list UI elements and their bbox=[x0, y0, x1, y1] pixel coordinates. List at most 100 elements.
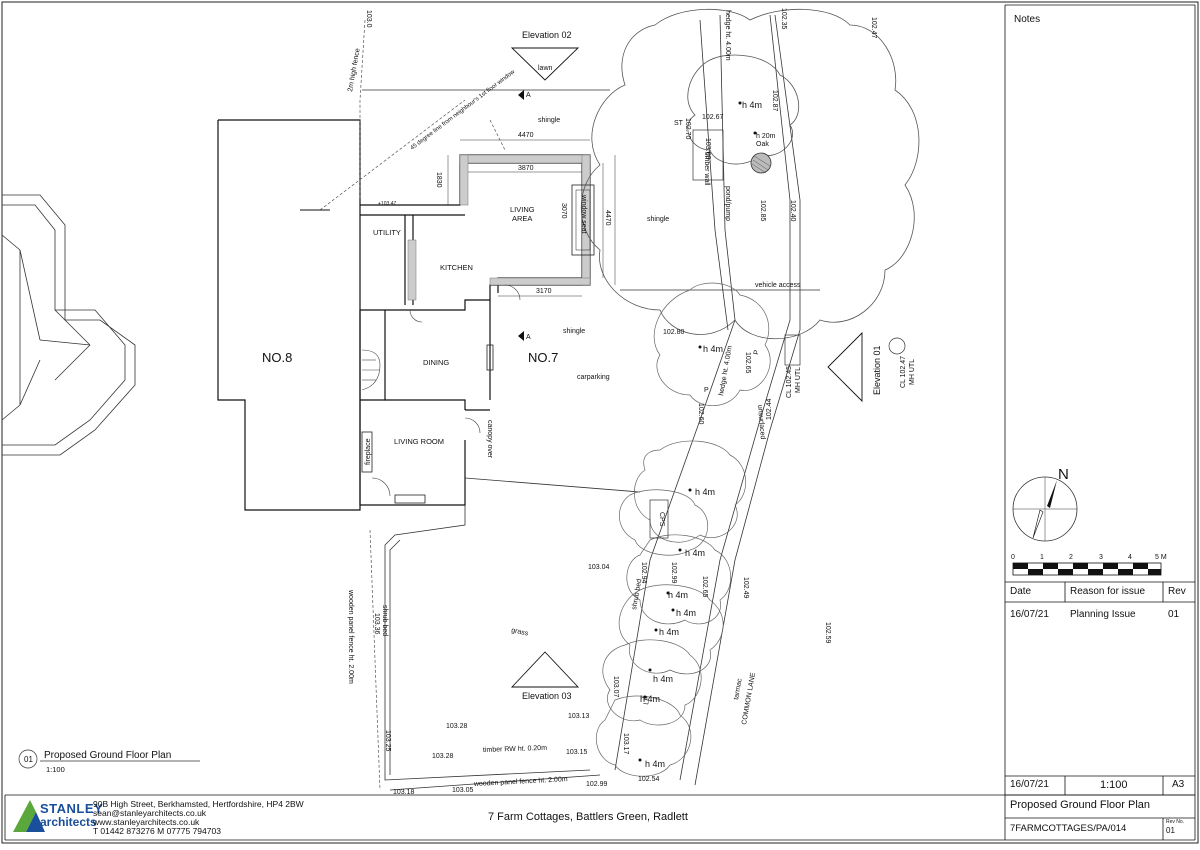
kitchen-label: KITCHEN bbox=[440, 263, 473, 272]
cps-label: CPS bbox=[658, 512, 665, 527]
shingle-label-1: shingle bbox=[538, 117, 560, 124]
house-walls bbox=[359, 154, 591, 506]
level: 103.18 bbox=[393, 789, 415, 796]
door-swings bbox=[371, 284, 521, 497]
level: 102.65 bbox=[701, 576, 708, 598]
tree-height-2: h 4m bbox=[703, 344, 723, 354]
level: 103.00 bbox=[704, 138, 711, 160]
level: 103.13 bbox=[568, 713, 590, 720]
level: 102.60 bbox=[697, 403, 704, 425]
company-email[interactable]: sean@stanleyarchitects.co.uk bbox=[93, 808, 207, 818]
fence-2m-label: 2m high fence bbox=[347, 48, 362, 93]
notes-header: Notes bbox=[1014, 14, 1041, 25]
section-a-label-1: A bbox=[526, 92, 531, 99]
fence-lines bbox=[319, 19, 506, 791]
level: 102.67 bbox=[702, 114, 724, 121]
company-address: 90B High Street, Berkhamsted, Hertfordsh… bbox=[93, 799, 304, 809]
scale-tick: 2 bbox=[1069, 554, 1073, 561]
p-label-1: P bbox=[704, 387, 709, 394]
rev-row-rev: 01 bbox=[1168, 609, 1180, 620]
tree-height-4: h 4m bbox=[685, 548, 705, 558]
oak-canopy bbox=[581, 8, 920, 339]
drawing-title: Proposed Ground Floor Plan bbox=[1010, 799, 1151, 811]
level: 102.99 bbox=[670, 562, 677, 584]
cl-label: CL 102.45 bbox=[786, 366, 793, 398]
window-seat bbox=[571, 184, 595, 256]
plan-number: 01 bbox=[24, 755, 33, 764]
vehicle-access-label: vehicle access bbox=[755, 282, 801, 289]
tree-height-10: h 4m bbox=[645, 759, 665, 769]
tree-height-9: h 4m bbox=[640, 694, 660, 704]
oak-height-label: h 20m bbox=[756, 133, 776, 140]
rev-table-header-reason: Reason for issue bbox=[1070, 586, 1146, 597]
drawing-number: 7FARMCOTTAGES/PA/014 bbox=[1010, 823, 1127, 834]
wooden-fence-vertical-label: wooden panel fence ht. 2.00m bbox=[347, 589, 354, 684]
dim-3870: 3870 bbox=[518, 165, 534, 172]
scale-tick: 1 bbox=[1040, 554, 1044, 561]
level: 102.80 bbox=[663, 329, 685, 336]
cl2-label: CL 102.47 bbox=[900, 356, 907, 388]
no7-label: NO.7 bbox=[528, 350, 558, 365]
dining-label: DINING bbox=[423, 358, 449, 367]
rev-table-header-rev: Rev bbox=[1168, 586, 1186, 597]
living-area-label: LIVING bbox=[510, 205, 535, 214]
title-block-date: 16/07/21 bbox=[1010, 779, 1049, 790]
lp-label: LP bbox=[643, 695, 651, 705]
tree-height-8: h 4m bbox=[653, 674, 673, 684]
level: 102.87 bbox=[771, 90, 778, 112]
living-area-label-2: AREA bbox=[512, 214, 532, 223]
level: 102.70 bbox=[684, 118, 691, 140]
rev-no-value: 01 bbox=[1166, 826, 1175, 835]
level: 103.0 bbox=[365, 10, 372, 28]
project-name: 7 Farm Cottages, Battlers Green, Radlett bbox=[488, 811, 688, 823]
title-block-frame bbox=[4, 4, 1196, 841]
shingle-label-3: shingle bbox=[563, 328, 585, 335]
section-a-label-2: A bbox=[526, 334, 531, 341]
level: 102.40 bbox=[789, 200, 796, 222]
company-website[interactable]: www.stanleyarchitects.co.uk bbox=[93, 817, 200, 827]
level: 102.54 bbox=[638, 776, 660, 783]
no8-label: NO.8 bbox=[262, 350, 292, 365]
neighbour-roof-outline bbox=[1, 194, 136, 456]
scale-tick: 4 bbox=[1128, 554, 1132, 561]
level: 102.35 bbox=[780, 8, 787, 30]
wooden-fence-horizontal-label: wooden panel fence ht. 2.00m bbox=[473, 776, 568, 788]
dim-3070: 3070 bbox=[560, 203, 567, 219]
level: 102.65 bbox=[744, 352, 751, 374]
fireplace-label: fireplace bbox=[365, 438, 372, 465]
elevation-03-marker bbox=[510, 651, 580, 688]
scale-tick: 3 bbox=[1099, 554, 1103, 561]
rev-no-label: Rev No. bbox=[1166, 819, 1185, 825]
title-block-scale: 1:100 bbox=[1100, 779, 1128, 791]
tree-height-1: h 4m bbox=[742, 100, 762, 110]
dim-3170: 3170 bbox=[536, 288, 552, 295]
north-label: N bbox=[1058, 466, 1069, 483]
wall-hatching bbox=[407, 154, 591, 301]
stairs bbox=[361, 349, 381, 391]
dim-4470-top: 4470 bbox=[518, 132, 534, 139]
level: 103.17 bbox=[622, 733, 629, 755]
level: 102.85 bbox=[759, 200, 766, 222]
no8-outline bbox=[217, 119, 361, 511]
cps-box bbox=[649, 499, 669, 539]
common-lane-edges bbox=[614, 14, 820, 786]
scale-bar-graphic bbox=[1012, 562, 1162, 576]
timber-rw-label: timber RW ht. 0.20m bbox=[483, 745, 547, 754]
elevation-02-label: Elevation 02 bbox=[522, 30, 572, 40]
shrub-bed-label-1: shrub bed bbox=[381, 605, 388, 636]
level: 102.44 bbox=[766, 398, 773, 420]
scale-tick: 0 bbox=[1011, 554, 1015, 561]
carparking-label: carparking bbox=[577, 374, 610, 381]
pond-label: pond/pump bbox=[724, 186, 731, 221]
elevation-01-label: Elevation 01 bbox=[872, 345, 882, 395]
level: 102.59 bbox=[824, 622, 831, 644]
level: 103.05 bbox=[452, 787, 474, 794]
level: 103.15 bbox=[566, 749, 588, 756]
mh-label: MH UTL bbox=[795, 367, 802, 393]
tarmac-label: tarmac bbox=[733, 678, 744, 701]
logo-text-top: STANLEY bbox=[40, 801, 104, 816]
title-block-paper-size: A3 bbox=[1172, 779, 1185, 790]
dimension-lines bbox=[447, 139, 616, 297]
